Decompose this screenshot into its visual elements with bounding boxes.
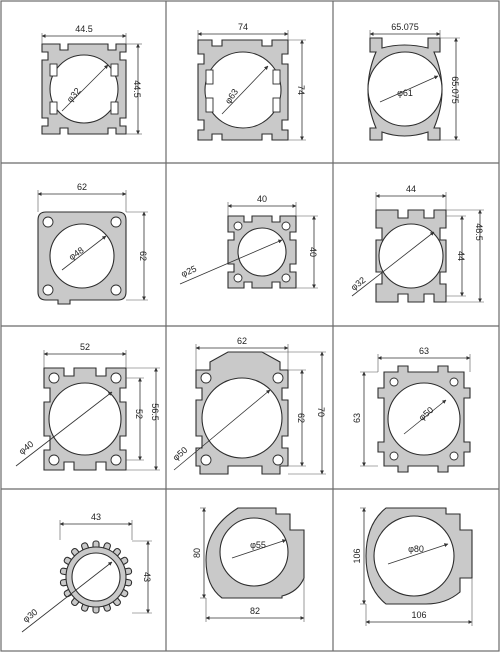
bore-8 bbox=[201, 377, 283, 459]
outer-height-label-7: 56.5 bbox=[150, 403, 160, 421]
height-label-9: 63 bbox=[352, 413, 362, 423]
bore-label-3: φ61 bbox=[397, 88, 413, 98]
bore-7 bbox=[48, 382, 122, 456]
width-label-4: 62 bbox=[77, 182, 87, 192]
profile-cell-1: 44.5 44.5 φ32 bbox=[41, 24, 142, 135]
slot-2d bbox=[272, 97, 281, 113]
slot-1c bbox=[49, 101, 58, 115]
height-label-12: 106 bbox=[352, 548, 362, 563]
profile-cell-8: 62 62 70 φ50 bbox=[171, 336, 326, 475]
slot-1b bbox=[110, 63, 119, 77]
hole-9c bbox=[389, 451, 399, 461]
slot-1a bbox=[49, 63, 58, 77]
height-label-6: 44 bbox=[456, 251, 466, 261]
hole-9a bbox=[389, 377, 399, 387]
width-label-12: 106 bbox=[411, 610, 426, 620]
height-label-5: 40 bbox=[308, 247, 318, 257]
slot-2a bbox=[205, 69, 214, 85]
bore-11 bbox=[219, 517, 289, 587]
height-label-10: 43 bbox=[142, 572, 152, 582]
bore-2 bbox=[204, 51, 282, 129]
width-label-3: 65.075 bbox=[391, 22, 419, 32]
profile-cell-9: 63 63 φ50 bbox=[352, 346, 471, 473]
width-label-10: 43 bbox=[91, 512, 101, 522]
hole-7c bbox=[48, 454, 60, 466]
hole-8a bbox=[200, 372, 212, 384]
hole-7b bbox=[110, 372, 122, 384]
profile-cell-12: 106 106 φ80 bbox=[352, 507, 473, 626]
profile-cell-4: 62 62 φ48 bbox=[37, 182, 148, 305]
outer-height-label-6: 48.5 bbox=[474, 223, 484, 241]
height-label-4: 62 bbox=[138, 251, 148, 261]
hole-4d bbox=[110, 284, 122, 296]
profile-cell-6: 44 44 48.5 φ32 bbox=[349, 184, 484, 303]
bore-4 bbox=[49, 223, 115, 289]
height-label-3: 65.075 bbox=[450, 76, 460, 104]
hole-9b bbox=[449, 377, 459, 387]
profile-cell-11: 80 82 φ55 bbox=[192, 507, 305, 622]
width-label-5: 40 bbox=[257, 194, 267, 204]
hole-8d bbox=[272, 454, 284, 466]
bore-6 bbox=[378, 223, 444, 289]
bore-5 bbox=[237, 227, 287, 277]
hole-7a bbox=[48, 372, 60, 384]
width-label-1: 44.5 bbox=[75, 24, 93, 34]
width-label-8: 62 bbox=[237, 336, 247, 346]
profile-cell-3: 65.075 65.075 φ61 bbox=[367, 22, 460, 141]
hole-5d bbox=[281, 273, 291, 283]
height-label-8: 62 bbox=[296, 413, 306, 423]
slot-2b bbox=[272, 69, 281, 85]
outer-height-label-8: 70 bbox=[316, 407, 326, 417]
bore-3 bbox=[367, 51, 443, 127]
hole-4a bbox=[42, 216, 54, 228]
width-label-6: 44 bbox=[406, 184, 416, 194]
height-label-7: 52 bbox=[134, 409, 144, 419]
bore-label-11: φ55 bbox=[250, 540, 266, 550]
height-label-11: 80 bbox=[192, 548, 202, 558]
bore-10 bbox=[71, 552, 121, 602]
width-label-7: 52 bbox=[80, 342, 90, 352]
height-label-1: 44.5 bbox=[132, 80, 142, 98]
profile-cell-10: 43 43 φ30 bbox=[21, 512, 152, 633]
hole-9d bbox=[449, 451, 459, 461]
hole-8b bbox=[272, 372, 284, 384]
hole-5b bbox=[281, 221, 291, 231]
bore-label-12: φ80 bbox=[408, 544, 424, 554]
height-label-2: 74 bbox=[296, 85, 306, 95]
hole-5a bbox=[233, 221, 243, 231]
profile-cell-7: 52 52 56.5 φ40 bbox=[15, 342, 160, 471]
hole-8c bbox=[200, 454, 212, 466]
hole-5c bbox=[233, 273, 243, 283]
bore-12 bbox=[373, 515, 455, 597]
width-label-11: 82 bbox=[250, 606, 260, 616]
hole-4b bbox=[110, 216, 122, 228]
slot-2c bbox=[205, 97, 214, 113]
width-label-9: 63 bbox=[419, 346, 429, 356]
profile-cell-5: 40 40 φ25 bbox=[180, 194, 318, 289]
width-label-2: 74 bbox=[238, 22, 248, 32]
profile-cell-2: 74 74 φ63 bbox=[197, 22, 306, 141]
slot-1d bbox=[110, 101, 119, 115]
hole-7d bbox=[110, 454, 122, 466]
hole-4c bbox=[42, 284, 54, 296]
